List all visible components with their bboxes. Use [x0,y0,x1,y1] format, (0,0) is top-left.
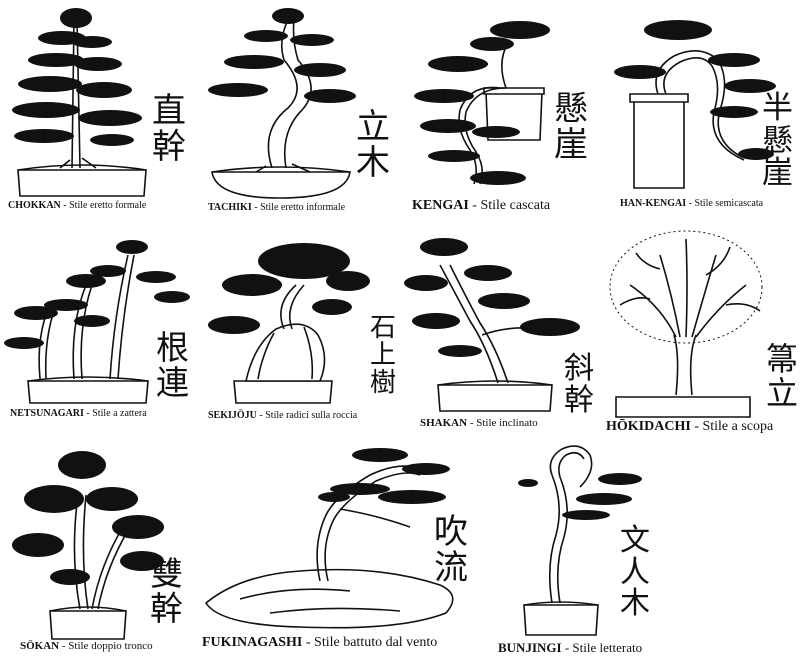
style-kengai: 懸 崖 KENGAI - Stile cascata [400,0,600,220]
kanji-char: 幹 [150,588,183,628]
kanji-char: 幹 [152,126,186,167]
kanji-char: 連 [156,362,189,402]
han-kengai-illustration [614,20,776,189]
kengai-caption: KENGAI - Stile cascata [412,198,551,213]
style-desc: Stile semicascata [694,198,764,209]
netsunagari-kanji: 根 連 [156,328,189,402]
style-netsunagari: 根 連 NETSUNAGARI - Stile a zattera [0,225,200,430]
kanji-char: 崖 [554,124,588,165]
hokidachi-kanji: 箒 立 [766,340,799,412]
style-desc: Stile a scopa [702,419,774,434]
style-name: NETSUNAGARI [10,408,84,419]
tachiki-illustration [208,8,356,199]
han-kengai-caption: HAN-KENGAI - Stile semicascata [620,198,764,209]
kanji-char: 木 [356,142,390,183]
kanji-char: 人 [620,554,650,590]
style-sekijoju: 石 上 樹 SEKIJŌJU - Stile radici sulla rocc… [200,225,400,430]
kanji-char: 幹 [564,382,594,418]
kanji-char: 立 [766,373,799,412]
netsunagari-illustration [4,240,190,404]
chokkan-caption: CHOKKAN - Stile eretto formale [8,200,147,211]
style-name: HAN-KENGAI [620,198,687,209]
style-name: KENGAI [412,198,469,213]
kanji-char: 根 [156,328,189,367]
fukinagashi-kanji: 吹 流 [434,512,468,588]
hokidachi-illustration [609,230,763,418]
style-desc: Stile eretto formale [69,200,147,211]
style-shakan: 斜 幹 SHAKAN - Stile inclinato [400,225,600,430]
fukinagashi-caption: FUKINAGASHI - Stile battuto dal vento [202,635,438,650]
bunjingi-illustration [518,445,642,636]
style-desc: Stile doppio tronco [68,640,153,652]
kanji-char: 雙 [150,554,183,593]
tachiki-kanji: 立 木 [356,107,390,183]
kengai-illustration [414,21,550,185]
style-desc: Stile radici sulla roccia [265,410,358,421]
hokidachi-caption: HŌKIDACHI - Stile a scopa [606,419,774,434]
style-name: SŌKAN [20,640,60,652]
kanji-char: 崖 [762,155,793,192]
style-name: FUKINAGASHI [202,635,303,650]
style-name: SHAKAN [420,417,468,429]
sekijoju-kanji: 石 上 樹 [370,313,397,398]
style-desc: Stile cascata [480,198,551,213]
kanji-char: 木 [620,586,650,621]
sokan-kanji: 雙 幹 [150,554,183,628]
kanji-char: 斜 [564,351,594,386]
netsunagari-caption: NETSUNAGARI - Stile a zattera [10,408,147,419]
style-name: SEKIJŌJU [208,410,257,421]
kanji-char: 樹 [370,367,397,398]
style-name: BUNJINGI [498,640,562,655]
han-kengai-kanji: 半 懸 崖 [762,92,793,190]
sokan-illustration [12,451,164,640]
chokkan-illustration [12,8,147,197]
sekijoju-caption: SEKIJŌJU - Stile radici sulla roccia [208,410,358,421]
sekijoju-illustration [208,243,370,404]
style-desc: Stile letterato [572,640,643,655]
kanji-char: 立 [356,107,390,147]
style-chokkan: 直 幹 CHOKKAN - Stile eretto formale [0,0,200,220]
style-desc: Stile inclinato [476,417,538,429]
style-name: HŌKIDACHI [606,419,691,434]
style-name: CHOKKAN [8,200,61,211]
style-hokidachi: 箒 立 HŌKIDACHI - Stile a scopa [600,225,800,434]
kanji-char: 懸 [554,89,588,129]
kanji-char: 石 [370,313,397,343]
kanji-char: 吹 [434,512,468,552]
bunjingi-kanji: 文 人 木 [620,525,650,620]
kanji-char: 上 [370,340,397,371]
kanji-char: 流 [434,547,468,588]
style-desc: Stile battuto dal vento [314,635,438,650]
shakan-illustration [404,238,580,412]
sokan-caption: SŌKAN - Stile doppio tronco [20,640,153,652]
style-tachiki: 立 木 TACHIKI - Stile eretto informale [200,0,400,220]
bunjingi-caption: BUNJINGI - Stile letterato [498,640,643,655]
kanji-char: 直 [152,91,186,131]
tachiki-caption: TACHIKI - Stile eretto informale [208,202,346,213]
shakan-kanji: 斜 幹 [564,353,594,416]
kanji-char: 箒 [766,340,799,378]
kanji-char: 懸 [762,122,793,159]
style-fukinagashi: 吹 流 FUKINAGASHI - Stile battuto dal vent… [200,435,510,660]
kengai-kanji: 懸 崖 [554,89,588,165]
style-desc: Stile a zattera [92,408,147,419]
style-han-kengai: 半 懸 崖 HAN-KENGAI - Stile semicascata [600,0,800,220]
style-name: TACHIKI [208,202,252,213]
style-desc: Stile eretto informale [260,202,346,213]
fukinagashi-illustration [204,448,454,629]
chokkan-kanji: 直 幹 [152,91,186,167]
kanji-char: 文 [620,523,650,558]
style-sokan: 雙 幹 SŌKAN - Stile doppio tronco [0,435,200,660]
style-bunjingi: 文 人 木 BUNJINGI - Stile letterato [498,435,800,660]
shakan-caption: SHAKAN - Stile inclinato [420,417,538,429]
kanji-char: 半 [762,90,793,126]
